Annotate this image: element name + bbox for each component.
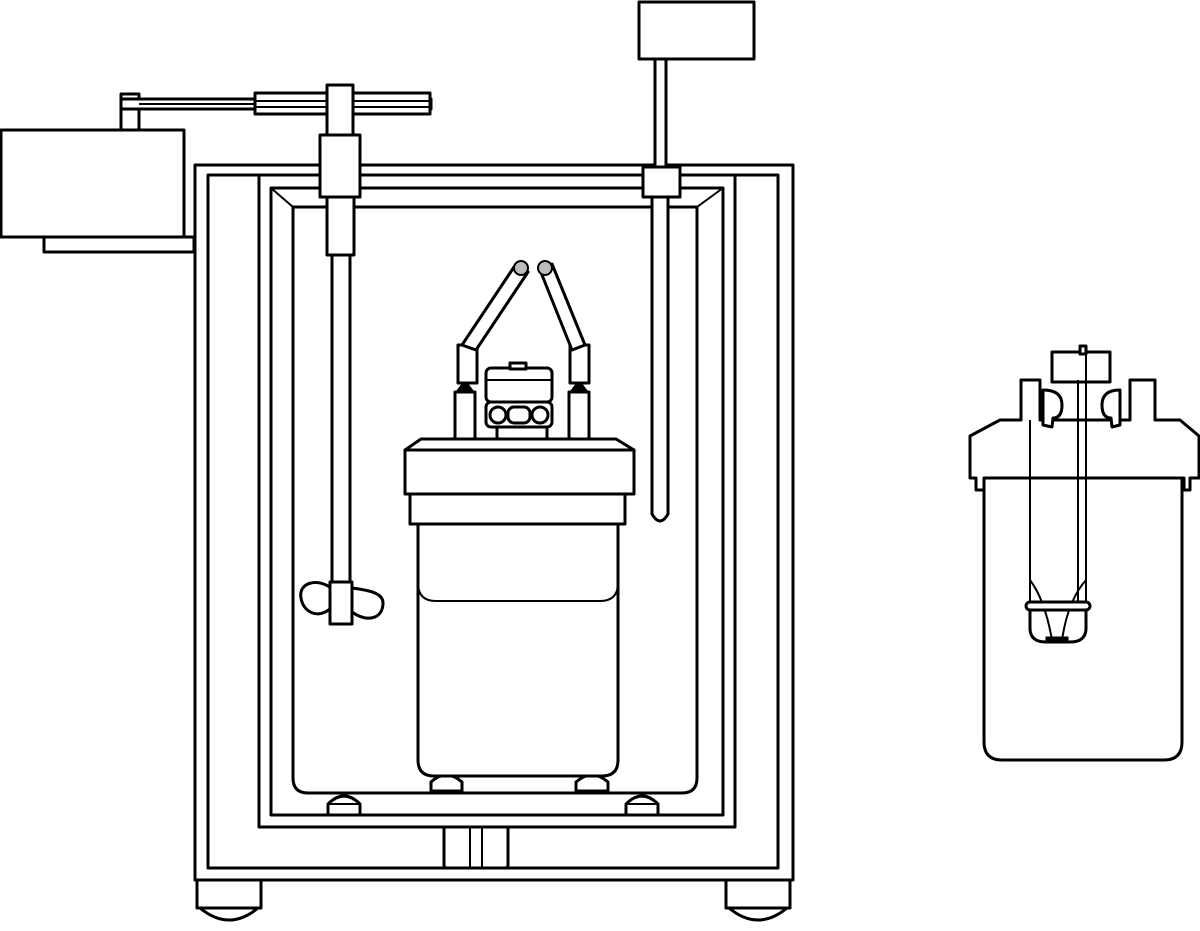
motor bbox=[0, 92, 196, 254]
thermometer bbox=[637, 0, 756, 523]
vessel-detail bbox=[968, 344, 1200, 762]
calorimeter-vessel bbox=[403, 361, 636, 793]
ignition-electrodes bbox=[453, 260, 591, 441]
drive-belt bbox=[119, 91, 433, 116]
stirrer bbox=[299, 83, 385, 626]
